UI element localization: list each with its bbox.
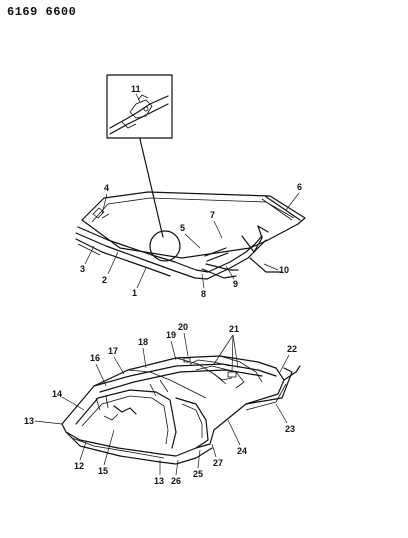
svg-text:11: 11 — [131, 84, 141, 94]
svg-text:27: 27 — [213, 458, 223, 468]
svg-text:13: 13 — [154, 476, 164, 486]
svg-text:17: 17 — [108, 346, 118, 356]
callout-11: 11 — [131, 84, 141, 103]
svg-text:21: 21 — [229, 324, 239, 334]
svg-text:9: 9 — [233, 279, 238, 289]
svg-text:5: 5 — [180, 223, 185, 233]
soft-top-frame — [61, 355, 301, 465]
svg-text:4: 4 — [104, 183, 109, 193]
svg-text:19: 19 — [166, 330, 176, 340]
detail-circle — [149, 230, 181, 262]
callout-2: 2 — [102, 251, 119, 285]
svg-text:13: 13 — [24, 416, 34, 426]
callout-8: 8 — [201, 273, 206, 299]
callout-9: 9 — [225, 265, 238, 289]
callout-10: 10 — [263, 263, 289, 275]
callout-4: 4 — [101, 183, 109, 215]
callout-6: 6 — [285, 182, 302, 211]
part-code-header: 6169 6600 — [7, 5, 77, 19]
svg-text:3: 3 — [80, 264, 85, 274]
callout-5: 5 — [180, 223, 201, 249]
callout-23: 23 — [275, 403, 295, 434]
callout-16: 16 — [90, 353, 107, 387]
detail-inset — [106, 74, 173, 139]
callout-14: 14 — [52, 389, 85, 411]
svg-text:16: 16 — [90, 353, 100, 363]
callout-12: 12 — [74, 441, 87, 471]
svg-text:25: 25 — [193, 469, 203, 479]
callout-21: 21 — [213, 324, 239, 373]
callout-7: 7 — [210, 210, 223, 239]
roof-panel-top — [81, 191, 306, 259]
svg-text:7: 7 — [210, 210, 215, 220]
callout-27: 27 — [211, 443, 223, 468]
callout-3: 3 — [80, 245, 95, 274]
svg-text:10: 10 — [279, 265, 289, 275]
callout-20: 20 — [178, 322, 189, 357]
callout-15: 15 — [98, 429, 115, 476]
svg-text:15: 15 — [98, 466, 108, 476]
svg-text:12: 12 — [74, 461, 84, 471]
callout-24: 24 — [227, 419, 247, 456]
callout-13-bottom: 13 — [154, 460, 164, 486]
detail-leader — [139, 138, 164, 238]
weatherstrips-top — [75, 225, 283, 280]
callout-18: 18 — [138, 337, 148, 369]
svg-text:6: 6 — [297, 182, 302, 192]
svg-text:23: 23 — [285, 424, 295, 434]
svg-text:18: 18 — [138, 337, 148, 347]
callout-22: 22 — [279, 344, 297, 373]
callout-17: 17 — [108, 346, 125, 375]
callout-25: 25 — [193, 449, 203, 479]
svg-text:20: 20 — [178, 322, 188, 332]
callout-1: 1 — [132, 267, 147, 298]
callout-26: 26 — [171, 459, 181, 486]
svg-text:1: 1 — [132, 288, 137, 298]
svg-text:24: 24 — [237, 446, 247, 456]
svg-text:14: 14 — [52, 389, 62, 399]
callout-13-left: 13 — [24, 416, 63, 426]
svg-text:8: 8 — [201, 289, 206, 299]
svg-text:26: 26 — [171, 476, 181, 486]
svg-text:22: 22 — [287, 344, 297, 354]
svg-text:2: 2 — [102, 275, 107, 285]
detail-inset-frame — [106, 74, 173, 139]
callout-19: 19 — [166, 330, 177, 361]
